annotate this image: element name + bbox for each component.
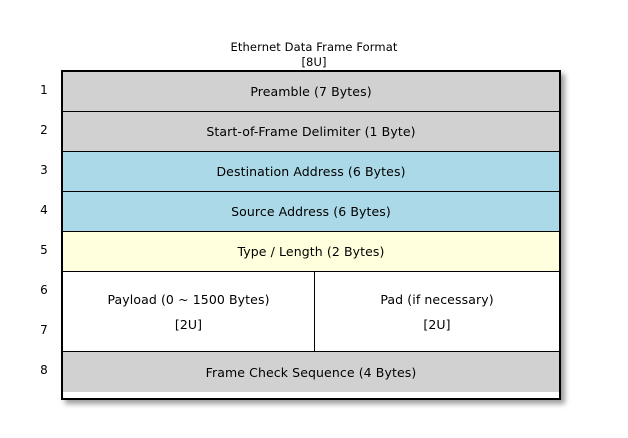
- frame-field-payload: Payload (0 ~ 1500 Bytes) [2U]: [63, 272, 315, 351]
- frame-field-label: Frame Check Sequence (4 Bytes): [205, 364, 417, 380]
- frame-field-label: Payload (0 ~ 1500 Bytes): [107, 291, 270, 307]
- row-number-gutter: 1 2 3 4 5 6 7 8: [30, 70, 58, 400]
- row-number-1: 1: [40, 83, 48, 97]
- frame-field-type-length: Type / Length (2 Bytes): [63, 232, 559, 272]
- frame-field-destination-address: Destination Address (6 Bytes): [63, 152, 559, 192]
- row-number-4: 4: [40, 203, 48, 217]
- ethernet-frame-table: Preamble (7 Bytes) Start-of-Frame Delimi…: [61, 70, 561, 400]
- row-number-2: 2: [40, 123, 48, 137]
- frame-field-tag: [2U]: [423, 316, 451, 332]
- frame-field-label: Type / Length (2 Bytes): [237, 244, 385, 259]
- frame-field-payload-pad: Payload (0 ~ 1500 Bytes) [2U] Pad (if ne…: [63, 272, 559, 352]
- row-number-8: 8: [40, 363, 48, 377]
- frame-field-pad: Pad (if necessary) [2U]: [315, 272, 559, 351]
- frame-field-preamble: Preamble (7 Bytes): [63, 72, 559, 112]
- frame-field-start-of-frame-delimiter: Start-of-Frame Delimiter (1 Byte): [63, 112, 559, 152]
- frame-field-label: Preamble (7 Bytes): [250, 84, 372, 99]
- row-number-3: 3: [40, 163, 48, 177]
- frame-field-label: Source Address (6 Bytes): [231, 204, 391, 219]
- row-number-6: 6: [40, 283, 48, 297]
- frame-field-frame-check-sequence: Frame Check Sequence (4 Bytes): [63, 352, 559, 392]
- row-number-5: 5: [40, 243, 48, 257]
- frame-field-label: Start-of-Frame Delimiter (1 Byte): [206, 124, 416, 139]
- frame-field-tag: [2U]: [174, 316, 203, 332]
- frame-field-label: Pad (if necessary): [380, 291, 494, 307]
- frame-field-source-address: Source Address (6 Bytes): [63, 192, 559, 232]
- frame-field-label: Destination Address (6 Bytes): [216, 164, 406, 179]
- page-title-tag: [8U]: [301, 55, 327, 69]
- diagram-title-block: Ethernet Data Frame Format [8U]: [0, 40, 628, 70]
- row-number-7: 7: [40, 323, 48, 337]
- page-title: Ethernet Data Frame Format: [230, 40, 398, 54]
